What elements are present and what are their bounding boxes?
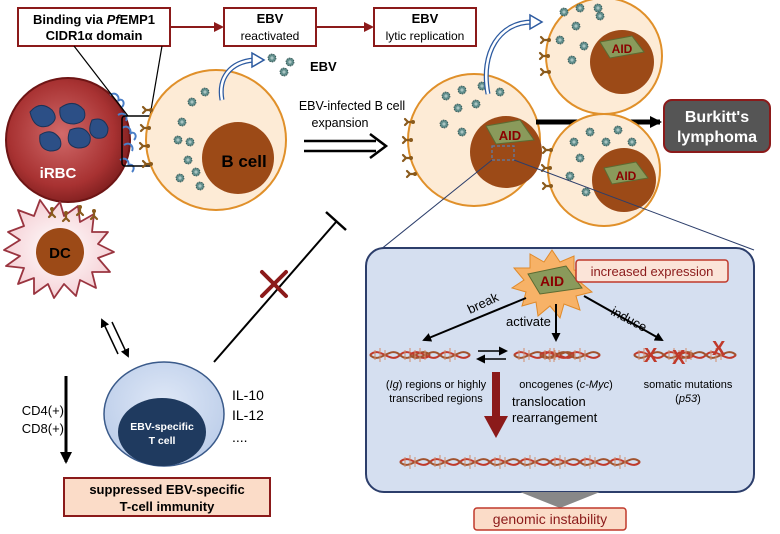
arrow-dc-to-tcell [111,321,130,358]
burkitt-line2: lymphoma [677,129,757,146]
increased-expression-label: increased expression [591,264,714,279]
dendritic-cell: DC [3,199,115,299]
svg-text:Binding via PfEMP1: Binding via PfEMP1 [33,12,155,27]
suppressed-line1: suppressed EBV-specific [89,482,244,497]
ebv-lytic-sub: lytic replication [386,29,465,43]
translocation-label: translocation [512,394,586,409]
rearrangement-label: rearrangement [512,410,598,425]
upper-right-cell: AID [538,0,663,115]
to-instability-arrow [520,492,600,508]
inhibition-line [213,221,337,363]
expansion-arrow [304,133,389,159]
ig-line2: transcribed regions [389,393,483,405]
released-viruses [267,53,295,77]
upper-right-aid-label: AID [612,42,633,56]
ig-line1-post: ) regions or highly [399,379,487,391]
lower-right-aid-label: AID [616,169,637,183]
binding-line1-post: EMP1 [120,12,155,27]
genomic-instability-label: genomic instability [493,511,607,527]
t-cell-line1: EBV-specific [130,421,194,433]
irbc-label: iRBC [40,165,77,182]
burkitt-box: Burkitt's lymphoma [663,99,771,153]
arrow-tcell-to-dc [100,318,119,355]
cytokine-il10: IL-10 [232,387,264,403]
oncogenes-italic: c-Myc [580,379,610,391]
zoom-line-right [513,159,755,251]
lower-right-cell: AID [540,113,661,227]
expansion-line2: expansion [312,116,369,130]
ebv-reactivated-sub: reactivated [241,29,300,43]
dc-label: DC [49,245,71,262]
binding-line2: CIDR1α domain [46,28,143,43]
cd8-label: CD8(+) [22,421,64,436]
mutation-marks: X X X [644,338,726,369]
oncogenes-post: ) [609,379,613,391]
burkitt-line1: Burkitt's [685,109,749,126]
cytokine-il12: IL-12 [232,407,264,423]
b-cell-label: B cell [221,152,266,171]
svg-text:X: X [644,345,658,367]
zoom-line-left [379,159,493,251]
svg-text:(Ig) regions or highly: (Ig) regions or highly [386,379,487,391]
ig-line1-italic: Ig [390,379,400,391]
ebv-lytic-title: EBV [412,11,439,26]
inhibition-bar [325,211,347,231]
ebv-reactivated-box: EBV reactivated [223,7,317,47]
svg-text:X: X [712,338,726,360]
arrow-break [422,297,527,342]
central-b-cell: AID [401,73,542,207]
activate-label: activate [506,314,551,329]
ebv-virus-label: EBV [310,59,337,74]
somatic-line2-italic: p53 [678,393,698,405]
oncogenes-pre: oncogenes ( [519,379,580,391]
svg-text:X: X [672,347,686,369]
parasite-shapes [29,103,109,152]
somatic-line2-pre: ( [675,393,679,405]
t-cell: EBV-specific T cell [103,361,225,467]
binding-line1-pre: Binding via [33,12,107,27]
aid-detail-panel: AID increased expression break activate … [365,247,755,493]
svg-text:oncogenes (c-Myc): oncogenes (c-Myc) [519,379,613,391]
central-aid-label: AID [499,128,521,143]
irbc-cell: iRBC [5,77,131,203]
svg-text:(p53): (p53) [675,393,701,405]
binding-line1-italic: Pf [107,12,122,27]
callout-line-1 [73,45,129,117]
b-cell: B cell [138,69,287,211]
ig-line1-pre: ( [386,379,390,391]
binding-label-box: Binding via PfEMP1 CIDR1α domain [17,7,171,47]
suppressed-line2: T-cell immunity [120,499,215,514]
expansion-line1: EBV-infected B cell [299,99,405,113]
somatic-line2-post: ) [697,393,701,405]
somatic-line1: somatic mutations [644,379,733,391]
suppressed-immunity-box: suppressed EBV-specific T-cell immunity [63,477,271,517]
cytokine-more: .... [232,429,248,445]
ebv-lytic-box: EBV lytic replication [373,7,477,47]
genomic-instability-box: genomic instability [473,507,627,531]
ebv-reactivated-title: EBV [257,11,284,26]
arrow-induce [583,295,664,341]
cd4-label: CD4(+) [22,403,64,418]
panel-aid-label: AID [540,273,564,289]
inhibition-cross [260,270,288,298]
t-cell-line2: T cell [149,435,176,447]
callout-line-2 [149,45,163,117]
